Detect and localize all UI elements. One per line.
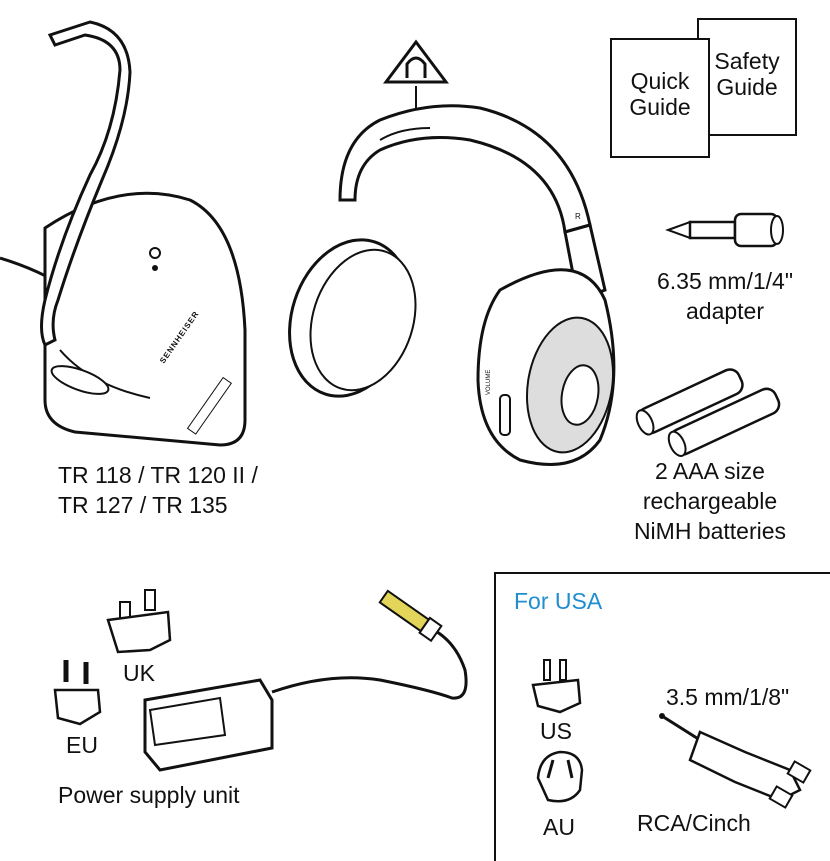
- safety-guide-booklet: Safety Guide: [697, 18, 797, 136]
- power-supply-caption: Power supply unit: [58, 782, 240, 808]
- au-plug-label: AU: [543, 814, 575, 840]
- usa-accessories-box: For USA: [494, 572, 830, 861]
- quick-guide-line1: Quick: [630, 68, 690, 94]
- au-plug-icon: [536, 750, 584, 803]
- headphones-label-right: R: [575, 212, 581, 221]
- rca-cable-icon: [659, 713, 812, 809]
- safety-guide-line1: Safety: [714, 48, 780, 74]
- transmitter-caption: TR 118 / TR 120 II / TR 127 / TR 135: [58, 460, 258, 520]
- adapter-caption-line1: 6.35 mm/1/4": [656, 268, 793, 294]
- adapter-caption-line2: adapter: [685, 298, 764, 324]
- safety-guide-line2: Guide: [716, 74, 778, 100]
- eu-plug-label: EU: [66, 732, 98, 758]
- rca-cable-caption: RCA/Cinch: [637, 810, 751, 836]
- quick-guide-line2: Guide: [629, 94, 691, 120]
- uk-plug-icon: [106, 589, 172, 654]
- batteries-caption-line3: NiMH batteries: [633, 518, 787, 544]
- uk-plug-label: UK: [123, 660, 155, 686]
- quick-guide-booklet: Quick Guide: [610, 38, 710, 158]
- eu-plug-icon: [53, 660, 102, 726]
- adapter-caption: 6.35 mm/1/4" adapter: [640, 266, 810, 326]
- transmitter-caption-line2: TR 127 / TR 135: [58, 492, 228, 518]
- us-plug-label: US: [540, 718, 572, 744]
- us-plug-icon: [531, 659, 582, 714]
- rca-cable-size-label: 3.5 mm/1/8": [666, 684, 790, 710]
- magnet-warning-icon: [383, 39, 449, 120]
- usa-box-title: For USA: [514, 588, 603, 614]
- batteries-caption: 2 AAA size rechargeable NiMH batteries: [610, 456, 810, 546]
- transmitter-caption-line1: TR 118 / TR 120 II /: [58, 462, 258, 488]
- batteries-caption-line1: 2 AAA size: [655, 458, 765, 484]
- batteries-caption-line2: rechargeable: [642, 488, 778, 514]
